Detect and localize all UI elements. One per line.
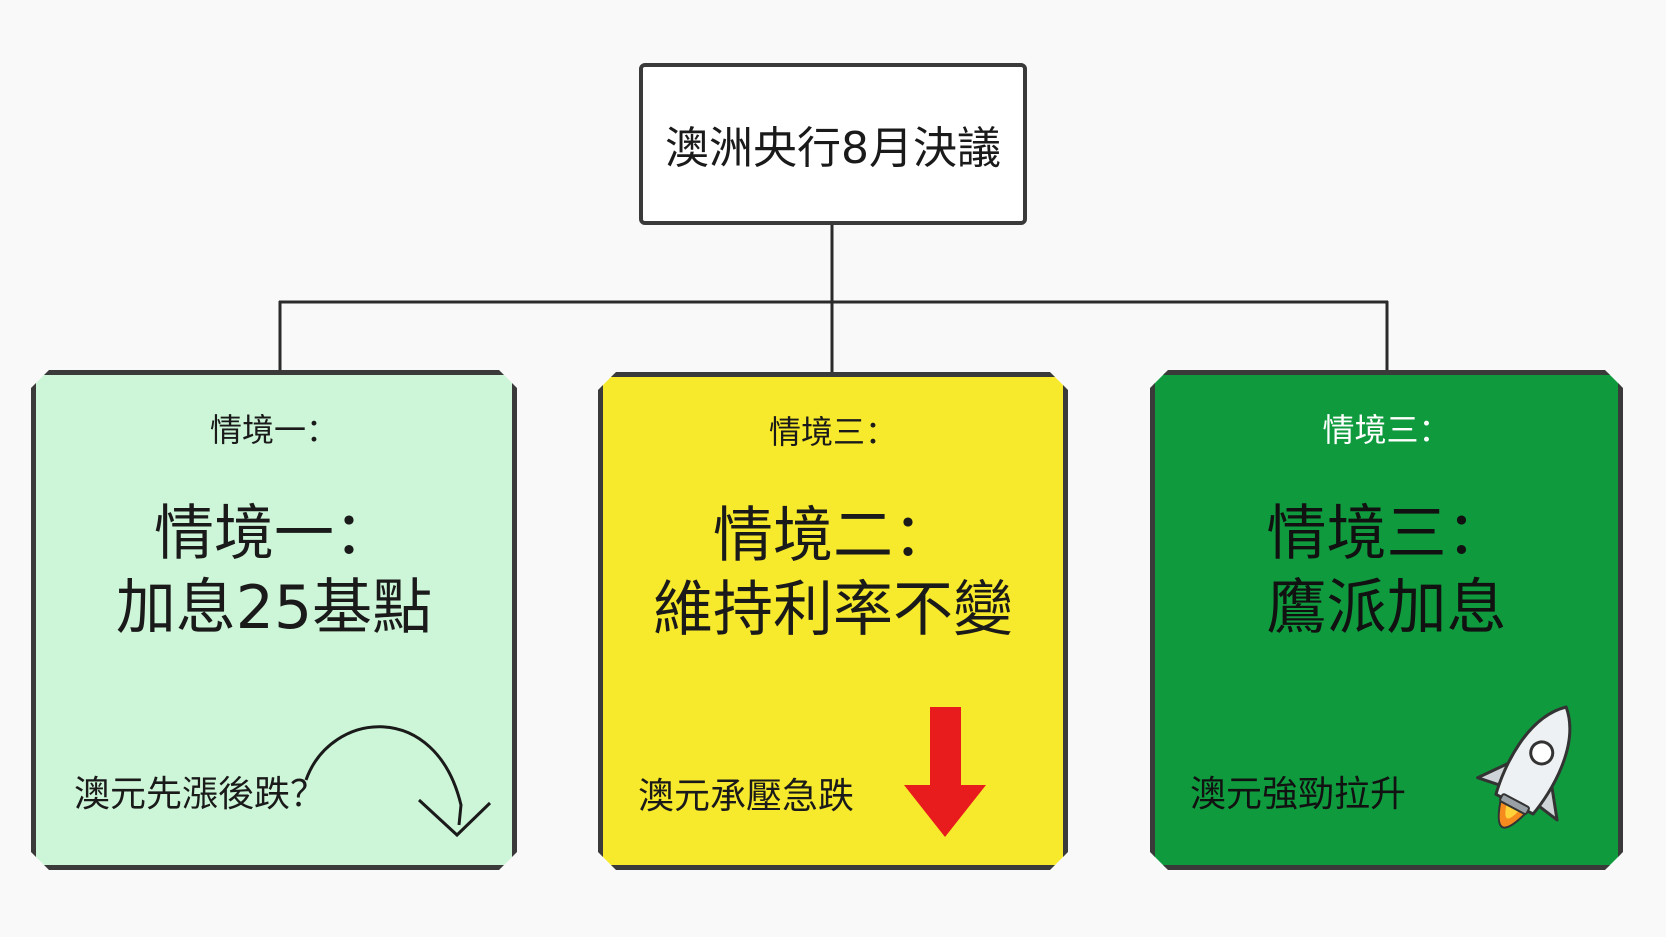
scenario-1-title-line1: 情境一：: [154, 499, 394, 569]
scenario-2-note: 澳元承壓急跌: [638, 776, 855, 817]
red-down-arrow-icon: [898, 707, 993, 842]
scenario-card-1: 情境一： 情境一： 加息25基點 澳元先漲後跌？: [31, 370, 517, 870]
scenario-2-title-line2: 維持利率不變: [653, 575, 1013, 645]
scenario-3-title-line1: 情境三：: [1266, 499, 1507, 569]
curved-down-arrow-icon: [276, 705, 506, 875]
root-title: 澳洲央行8月決議: [665, 123, 1001, 174]
rocket-icon: [1465, 690, 1595, 860]
scenario-1-title-line2: 加息25基點: [115, 573, 433, 643]
scenario-2-title-line1: 情境二：: [713, 501, 953, 571]
scenario-3-title-line2: 鷹派加息: [1266, 573, 1507, 643]
scenario-1-note: 澳元先漲後跌？: [74, 774, 327, 815]
root-node: 澳洲央行8月決議: [639, 63, 1027, 225]
scenario-2-header: 情境三：: [768, 413, 897, 451]
scenario-card-3: 情境三： 情境三： 鷹派加息 澳元強勁拉升: [1150, 370, 1623, 870]
scenario-3-title: 情境三： 鷹派加息: [1155, 497, 1618, 645]
scenario-3-header: 情境三：: [1322, 411, 1451, 449]
scenario-1-title: 情境一： 加息25基點: [36, 497, 512, 645]
scenario-1-header: 情境一：: [209, 411, 338, 449]
scenario-3-note: 澳元強勁拉升: [1190, 774, 1407, 815]
scenario-2-title: 情境二： 維持利率不變: [603, 499, 1063, 647]
scenario-card-2: 情境三： 情境二： 維持利率不變 澳元承壓急跌: [598, 372, 1068, 870]
